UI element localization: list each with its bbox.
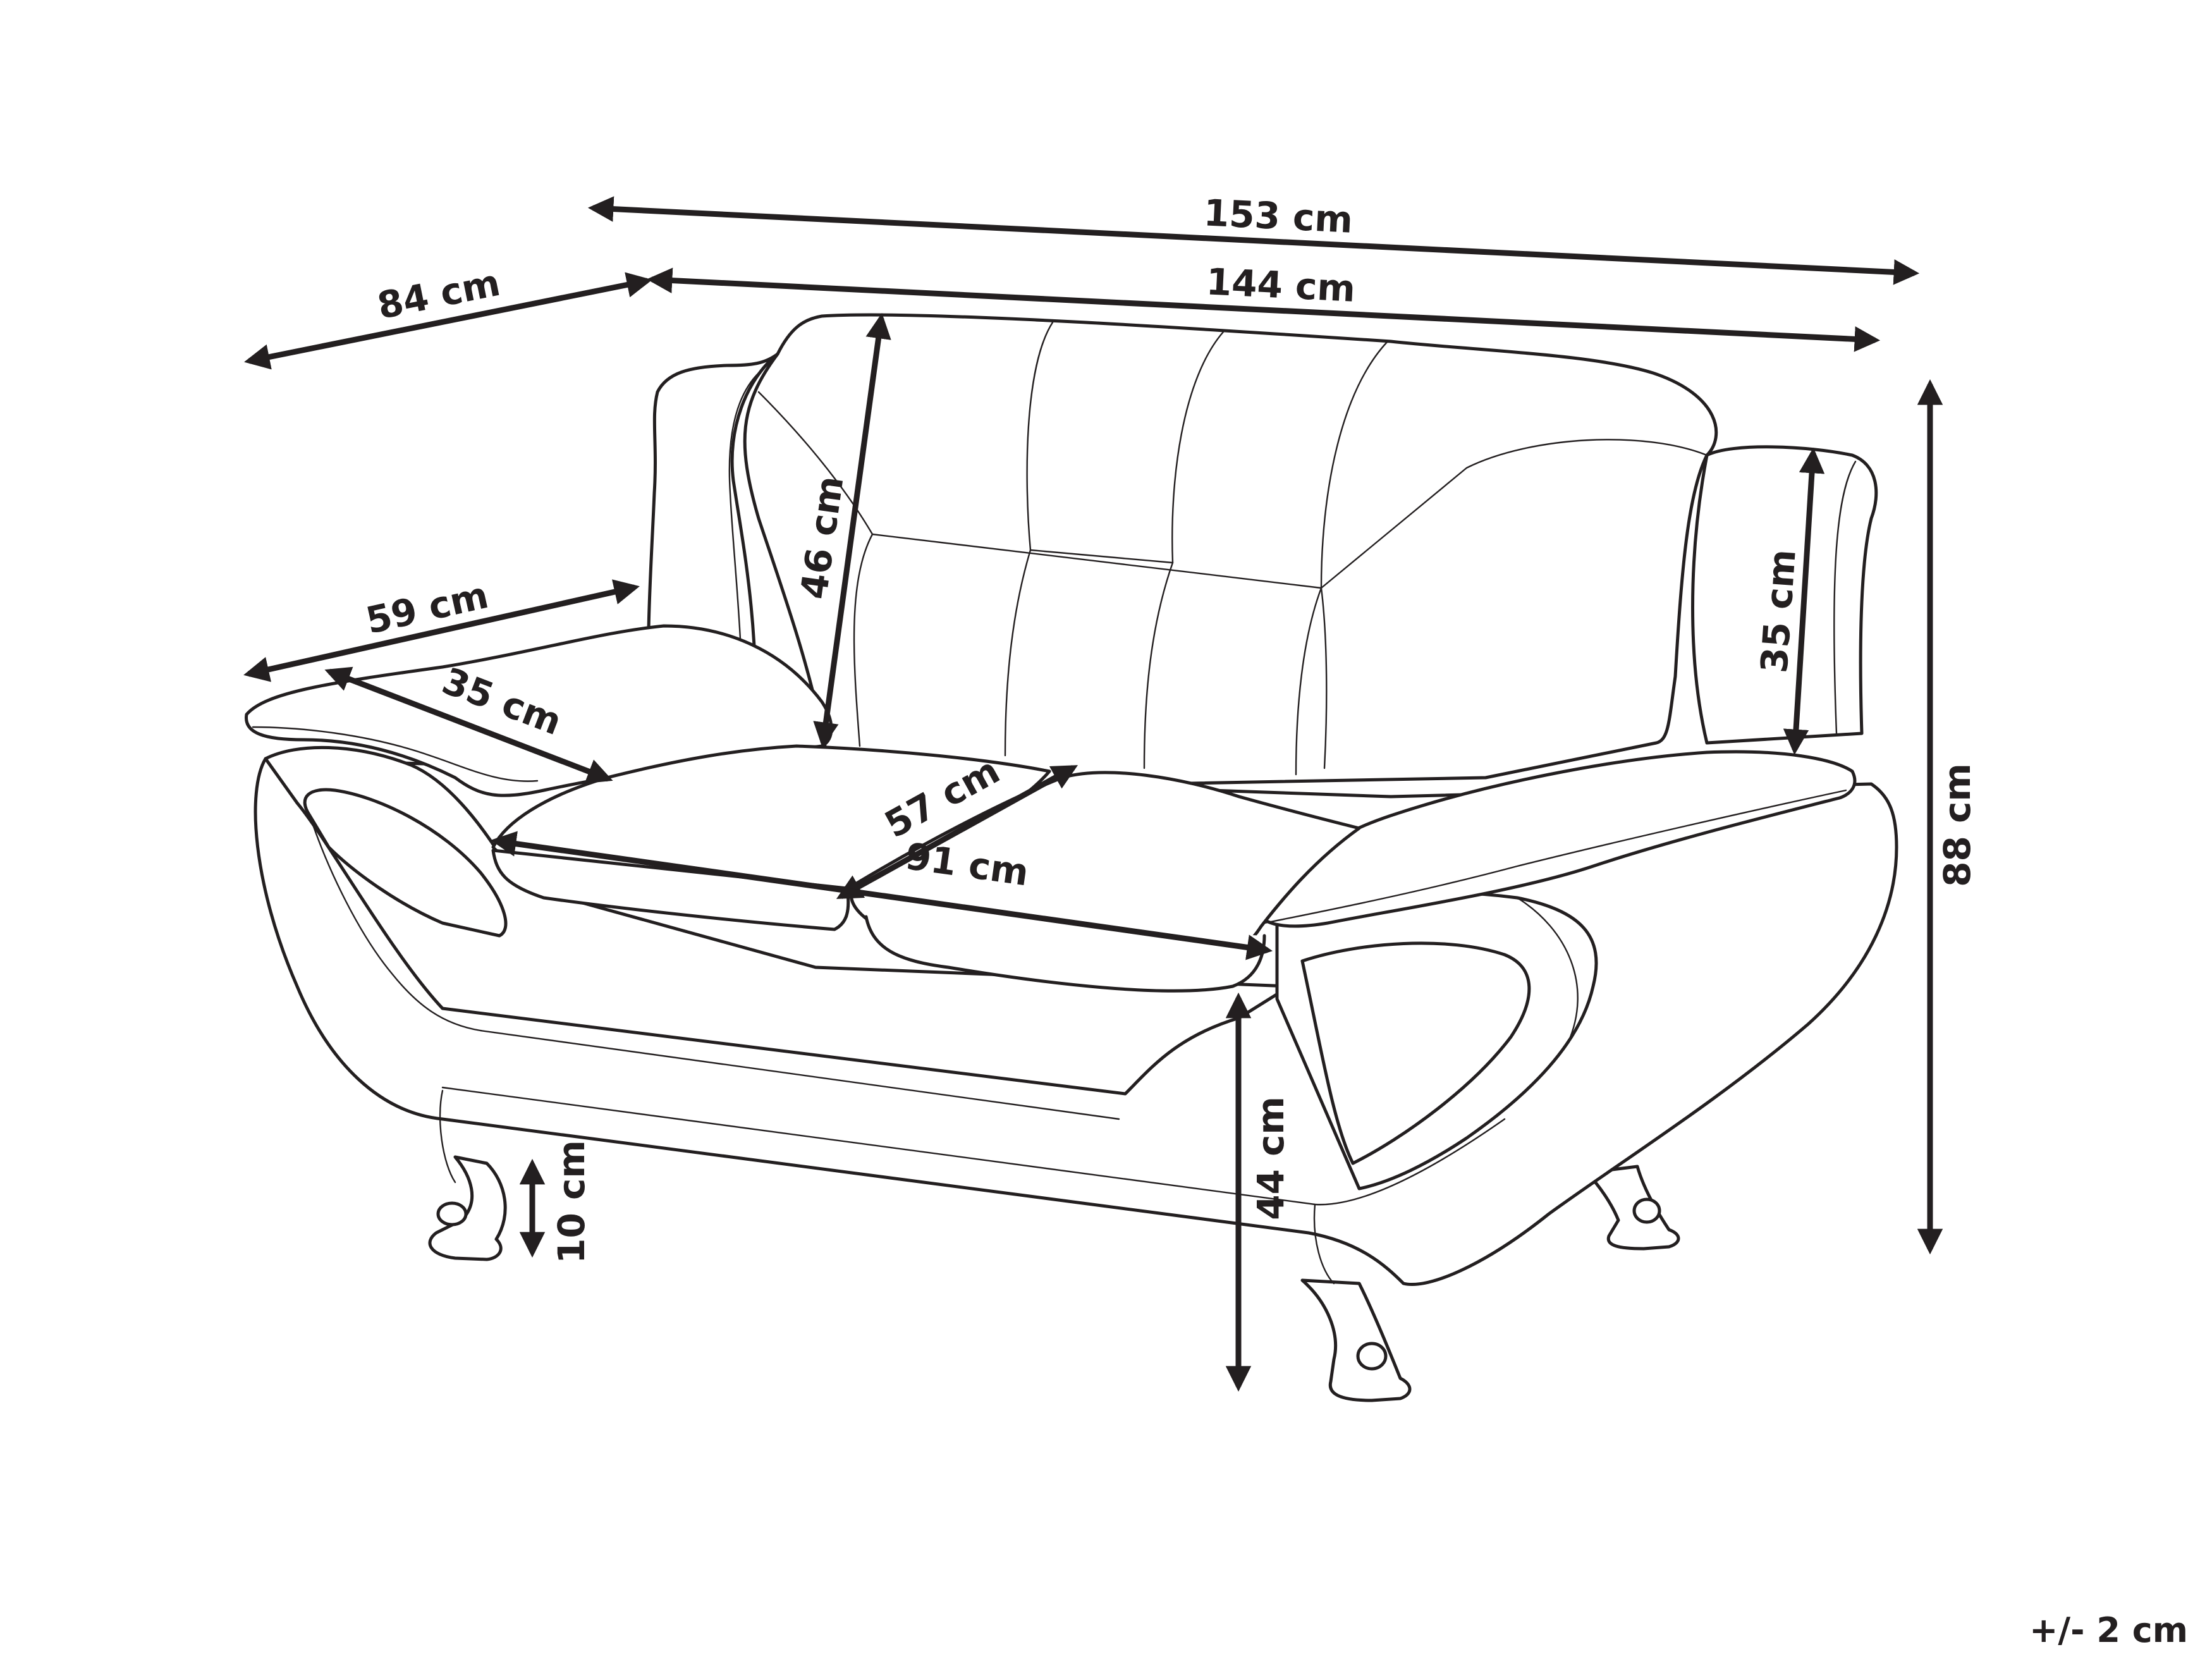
backrest-width-label: 144 cm (1205, 260, 1356, 310)
tolerance-note: +/- 2 cm (2029, 1610, 2188, 1650)
sofa-leg-front-right (1300, 1278, 1412, 1402)
sofa-backrest (743, 313, 1718, 792)
sofa-illustration (245, 313, 1898, 1402)
seat-width-arrow (490, 831, 1273, 960)
total-width-label: 153 cm (1202, 191, 1353, 241)
leg-height-label: 10 cm (550, 1140, 593, 1264)
sofa-leg-front-left (428, 1155, 507, 1261)
sofa-right-arm-front (1275, 891, 1598, 1191)
dimension-arrows (243, 196, 1943, 1392)
depth-label: 84 cm (374, 261, 503, 328)
sofa-right-armrest-top (1256, 750, 1857, 928)
backrest-height-arrow (813, 312, 891, 749)
depth-arrow (244, 272, 652, 370)
sofa-leg-back-right (1585, 1165, 1680, 1251)
armrest-length-arrow (243, 579, 640, 682)
total-width-arrow (587, 196, 1920, 285)
armrest-height-label: 35 cm (1752, 548, 1804, 675)
armrest-height-arrow (1783, 447, 1825, 756)
total-height-label: 88 cm (1936, 763, 1979, 887)
armrest-width-arrow (324, 666, 613, 784)
backrest-width-arrow (646, 267, 1881, 352)
seat-height-label: 44 cm (1249, 1096, 1292, 1220)
